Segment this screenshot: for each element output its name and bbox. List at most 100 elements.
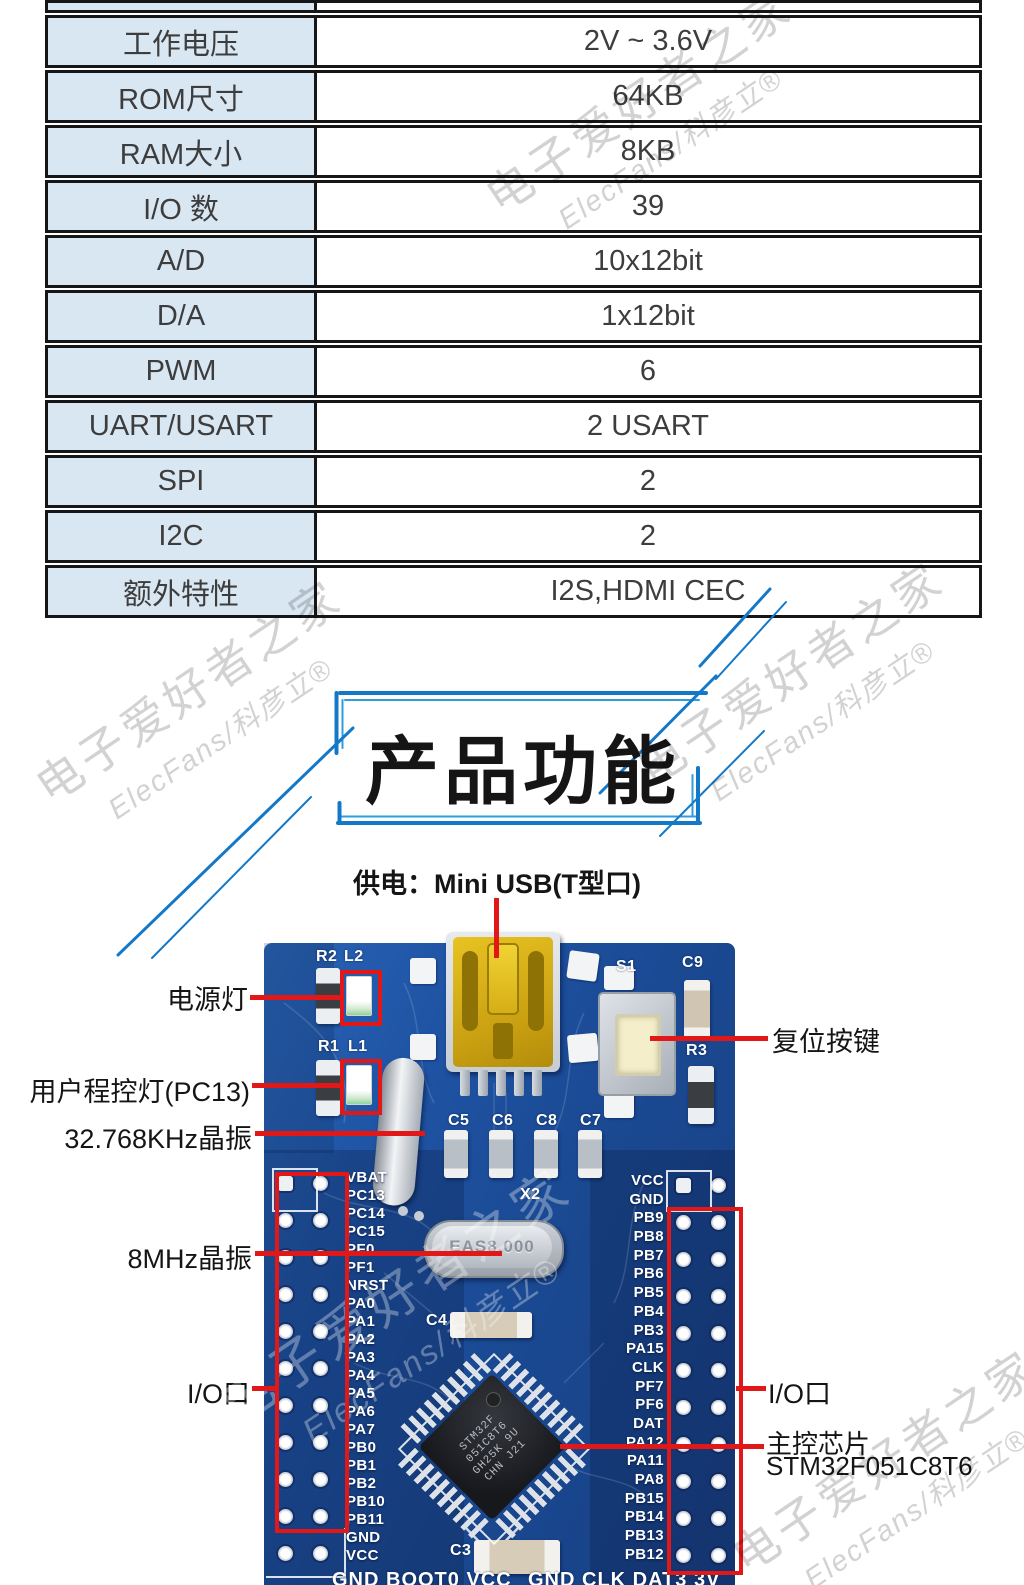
pin-hole [313, 1435, 328, 1450]
pin-label: PA5 [346, 1385, 376, 1402]
pin-label: PB11 [346, 1511, 385, 1528]
chip-pin1-dimple [482, 1389, 505, 1411]
pin-hole [313, 1546, 328, 1561]
table-row: ROM尺寸 64KB [45, 70, 982, 123]
table-value-cell: I2S,HDMI CEC [550, 575, 746, 607]
pin-hole [711, 1215, 726, 1230]
silk-outline-vcc-gnd [666, 1170, 712, 1212]
usb-leg [496, 1070, 506, 1096]
table-row: I2C 2 [45, 510, 982, 563]
table-row: SPI 2 [45, 455, 982, 508]
title-decoration [116, 587, 787, 959]
usb-slot [528, 951, 544, 1031]
table-value-cell: 1x12bit [601, 300, 695, 332]
pin-hole [313, 1213, 328, 1228]
pin-hole [313, 1324, 328, 1339]
silk-label-c4: C4 [426, 1312, 448, 1329]
pin-label: PA3 [346, 1349, 376, 1366]
table-value-cell: 6 [639, 355, 657, 387]
solder-pad [410, 1034, 436, 1060]
pin-hole [711, 1511, 726, 1526]
pin-hole [313, 1398, 328, 1413]
reset-button-cap [615, 1014, 661, 1076]
pin-hole [278, 1546, 293, 1561]
highlight-box-l1 [340, 1059, 382, 1115]
table-label-cell: D/A [48, 293, 317, 340]
pin-label: DAT [633, 1414, 664, 1432]
silk-label-c8: C8 [536, 1112, 558, 1129]
pin-label: PF6 [635, 1396, 664, 1414]
table-label-cell: SPI [48, 458, 317, 505]
pin-hole [278, 1398, 293, 1413]
pin-hole [278, 1435, 293, 1450]
pin-label: PF7 [635, 1377, 664, 1395]
crystal-lead [414, 1211, 424, 1221]
table-row: I/O 数 39 [45, 180, 982, 233]
table-label-cell [48, 3, 317, 10]
pin-label: GND [629, 1190, 664, 1208]
pin-hole [676, 1215, 691, 1230]
label-crystal-32k: 32.768KHz晶振 [64, 1124, 252, 1154]
pin-hole [676, 1326, 691, 1341]
reset-button-s1 [598, 992, 676, 1096]
capacitor-c8 [534, 1130, 558, 1178]
highlight-box-l2 [340, 970, 382, 1026]
usb-slot [493, 1023, 513, 1059]
pin-label: PA12 [625, 1433, 664, 1451]
label-reset-button: 复位按键 [772, 1027, 880, 1057]
table-row: 工作电压 2V ~ 3.6V [45, 15, 982, 68]
silk-label-c9: C9 [682, 954, 704, 971]
capacitor-c7 [578, 1130, 602, 1178]
pin-label: PF1 [346, 1259, 375, 1276]
pin-label: VCC [631, 1172, 664, 1189]
led-l1 [346, 1065, 372, 1105]
solder-pad [410, 958, 436, 984]
pin-label: PB6 [633, 1265, 664, 1283]
pin-hole [278, 1361, 293, 1376]
label-power-led: 电源灯 [167, 985, 248, 1015]
pin-label: PA1 [346, 1313, 376, 1330]
power-supply-pointer-line [494, 898, 499, 958]
crystal-lead [398, 1206, 408, 1216]
table-label-cell: A/D [48, 238, 317, 285]
capacitor-c3 [474, 1540, 560, 1574]
table-row: D/A 1x12bit [45, 290, 982, 343]
table-row: PWM 6 [45, 345, 982, 398]
pin-hole [676, 1289, 691, 1304]
pin-label: PB14 [624, 1508, 664, 1526]
spec-table: 工作电压 2V ~ 3.6V ROM尺寸 64KB RAM大小 8KB I/O … [45, 0, 982, 620]
pin-label: PA6 [346, 1403, 376, 1420]
pin-label: CLK [631, 1358, 664, 1376]
watermark-subtext: ElecFans/科彦立® [798, 1422, 1024, 1585]
pointer-line-io-right [736, 1386, 766, 1391]
pin-label: PB8 [633, 1228, 664, 1246]
pin-label: PB9 [633, 1209, 664, 1227]
pin-hole [676, 1252, 691, 1267]
table-row: A/D 10x12bit [45, 235, 982, 288]
pin-hole [711, 1548, 726, 1563]
pin-hole [676, 1548, 691, 1563]
crystal-8mhz: EAS8.000 [424, 1220, 564, 1278]
silk-label-c7: C7 [580, 1112, 602, 1129]
label-crystal-8m: 8MHz晶振 [127, 1244, 252, 1274]
solder-pad [566, 1032, 600, 1064]
pin-label: PA0 [346, 1295, 376, 1312]
table-label-cell: I/O 数 [48, 183, 317, 230]
pin-label: GND [346, 1529, 381, 1546]
capacitor-c4 [450, 1312, 532, 1338]
silk-label-r2: R2 [316, 948, 338, 965]
pin-label: PA15 [625, 1340, 664, 1358]
resistor-r1 [316, 1060, 340, 1116]
table-row-cutoff [45, 0, 982, 13]
silk-label-c6: C6 [492, 1112, 514, 1129]
silk-label-r3: R3 [686, 1042, 708, 1059]
highlight-box-io-right [667, 1207, 743, 1575]
table-row: UART/USART 2 USART [45, 400, 982, 453]
table-label-cell: I2C [48, 513, 317, 560]
pointer-line-power-led [250, 995, 344, 1000]
crystal-8mhz-marking: EAS8.000 [432, 1226, 552, 1268]
